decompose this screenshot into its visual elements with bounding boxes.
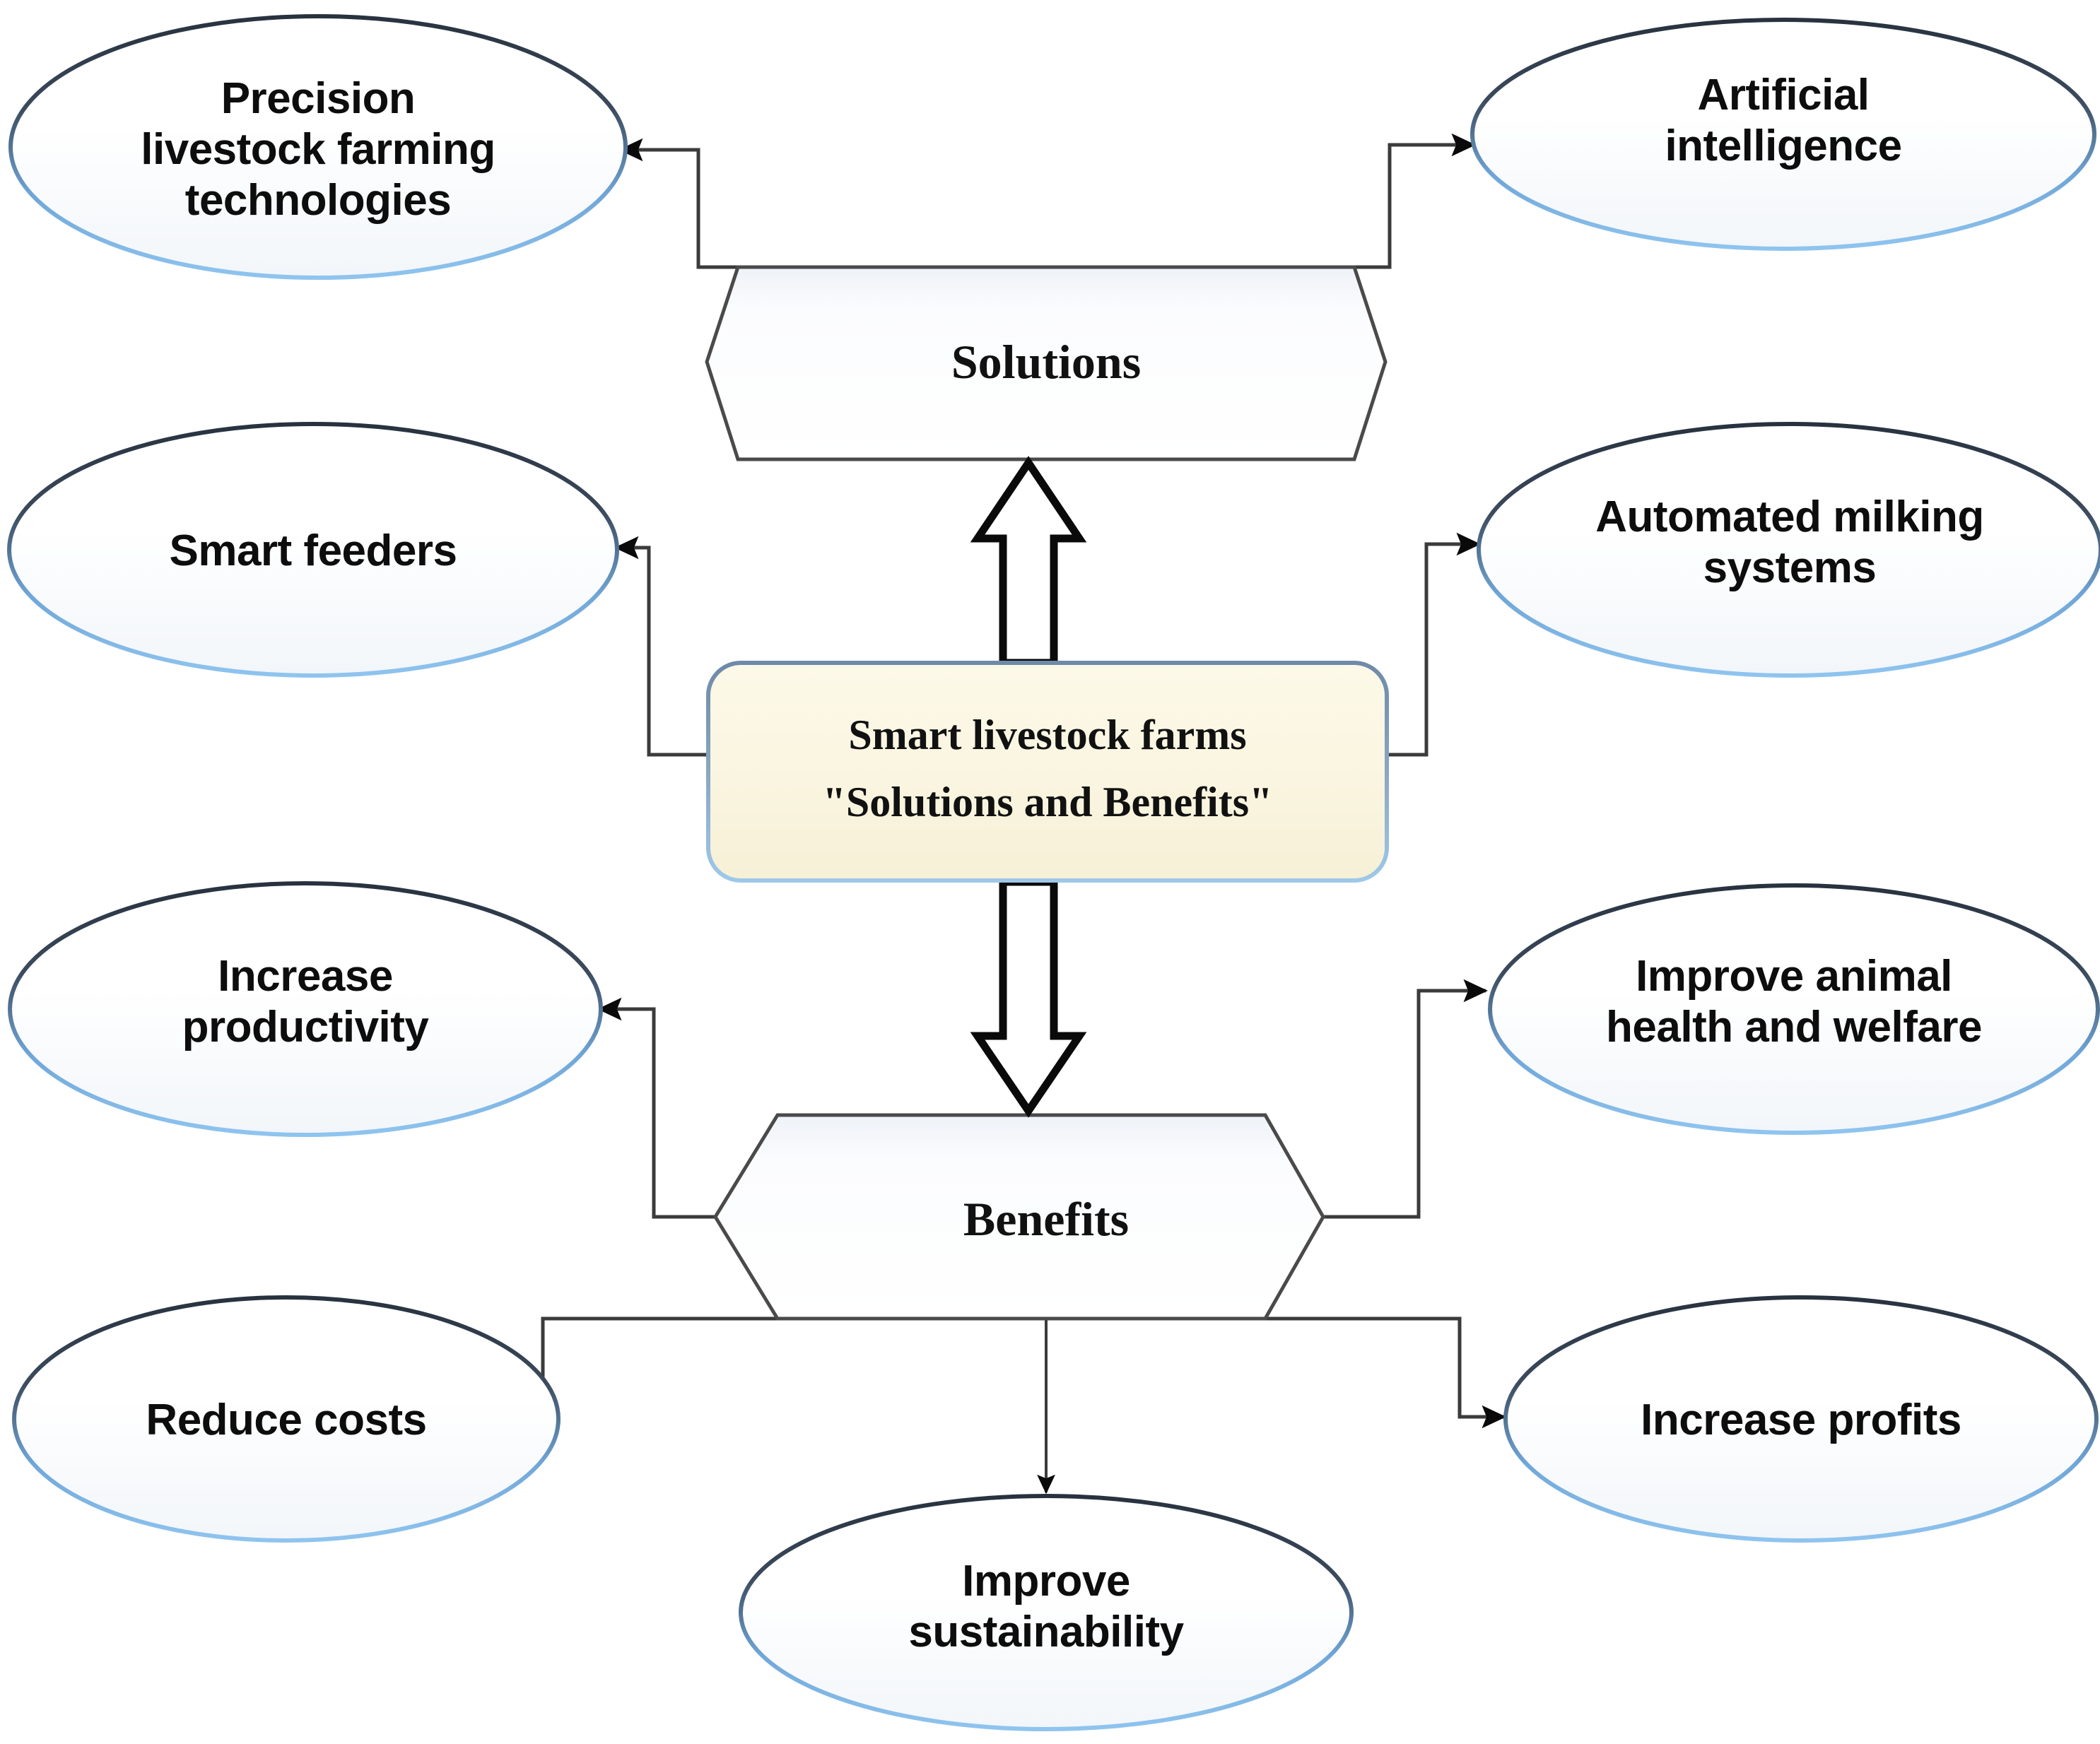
benefits-label: Benefits [963,1192,1129,1246]
node-increase-productivity[interactable]: Increase productivity [8,881,603,1137]
improve-sustainability-line-1: Improve [962,1557,1130,1605]
node-precision-livestock-farming-technologies[interactable]: Precision livestock farming technologies [8,14,628,280]
node-solutions[interactable]: Solutions [705,265,1388,461]
increase-productivity-line-2: productivity [182,1003,430,1051]
center-box-line-1: Smart livestock farms [848,712,1246,758]
solutions-label: Solutions [951,335,1141,389]
block-arrow-down-icon [970,878,1087,1118]
node-increase-profits[interactable]: Increase profits [1503,1295,2099,1543]
node-center-smart-livestock-farms[interactable]: Smart livestock farms "Solutions and Ben… [706,661,1389,883]
reduce-costs-ellipse-shape [12,1295,561,1543]
node-benefits[interactable]: Benefits [713,1113,1325,1321]
artificial-intelligence-line-1: Artificial [1697,71,1869,119]
increase-productivity-ellipse-shape [8,881,603,1137]
artificial-intelligence-line-2: intelligence [1665,122,1901,170]
automated-milking-systems-line-1: Automated milking [1595,493,1984,541]
solutions-hexagon-shape [705,265,1388,461]
edge-benefits-to-increase-productivity [597,997,715,1219]
edge-center-to-smart-feeders [614,536,708,757]
edge-center-to-automated-milking-systems [1387,532,1481,757]
smart-feeders-ellipse-shape [7,422,619,678]
edge-solutions-to-artificial-intelligence [1081,133,1476,269]
increase-profits-ellipse-shape [1503,1295,2099,1543]
block-arrow-up-icon [970,456,1087,667]
automated-milking-systems-line-2: systems [1703,543,1877,592]
improve-animal-health-and-welfare-line-2: health and welfare [1606,1003,1982,1051]
increase-productivity-line-1: Increase [218,952,393,1001]
edge-benefits-to-increase-profits [1265,1316,1506,1429]
reduce-costs-label: Reduce costs [146,1396,426,1444]
node-automated-milking-systems[interactable]: Automated milking systems [1477,422,2100,678]
improve-animal-health-and-welfare-line-1: Improve animal [1636,952,1952,1001]
node-improve-animal-health-and-welfare[interactable]: Improve animal health and welfare [1488,883,2100,1135]
improve-sustainability-line-2: sustainability [908,1608,1184,1656]
improve-animal-health-and-welfare-ellipse-shape [1488,883,2100,1135]
precision-livestock-farming-technologies-line-1: Precision [221,74,416,123]
precision-livestock-farming-technologies-line-2: livestock farming [141,125,495,174]
node-artificial-intelligence[interactable]: Artificial intelligence [1470,18,2096,251]
precision-livestock-farming-technologies-ellipse-shape [8,14,628,280]
precision-livestock-farming-technologies-line-3: technologies [185,176,451,225]
benefits-hexagon-shape [713,1113,1325,1321]
node-improve-sustainability[interactable]: Improve sustainability [739,1494,1354,1731]
node-smart-feeders[interactable]: Smart feeders [7,422,619,678]
improve-sustainability-ellipse-shape [739,1494,1354,1731]
increase-profits-label: Increase profits [1641,1396,1961,1444]
edge-solutions-to-precision-livestock-farming-technologies [618,138,1011,269]
node-reduce-costs[interactable]: Reduce costs [12,1295,561,1543]
smart-feeders-label: Smart feeders [169,526,457,575]
edge-benefits-to-improve-animal-health-and-welfare [1323,979,1488,1219]
center-box-shape [706,661,1389,883]
artificial-intelligence-ellipse-shape [1470,18,2096,251]
automated-milking-systems-ellipse-shape [1477,422,2100,678]
center-box-line-2: "Solutions and Benefits" [823,779,1273,825]
